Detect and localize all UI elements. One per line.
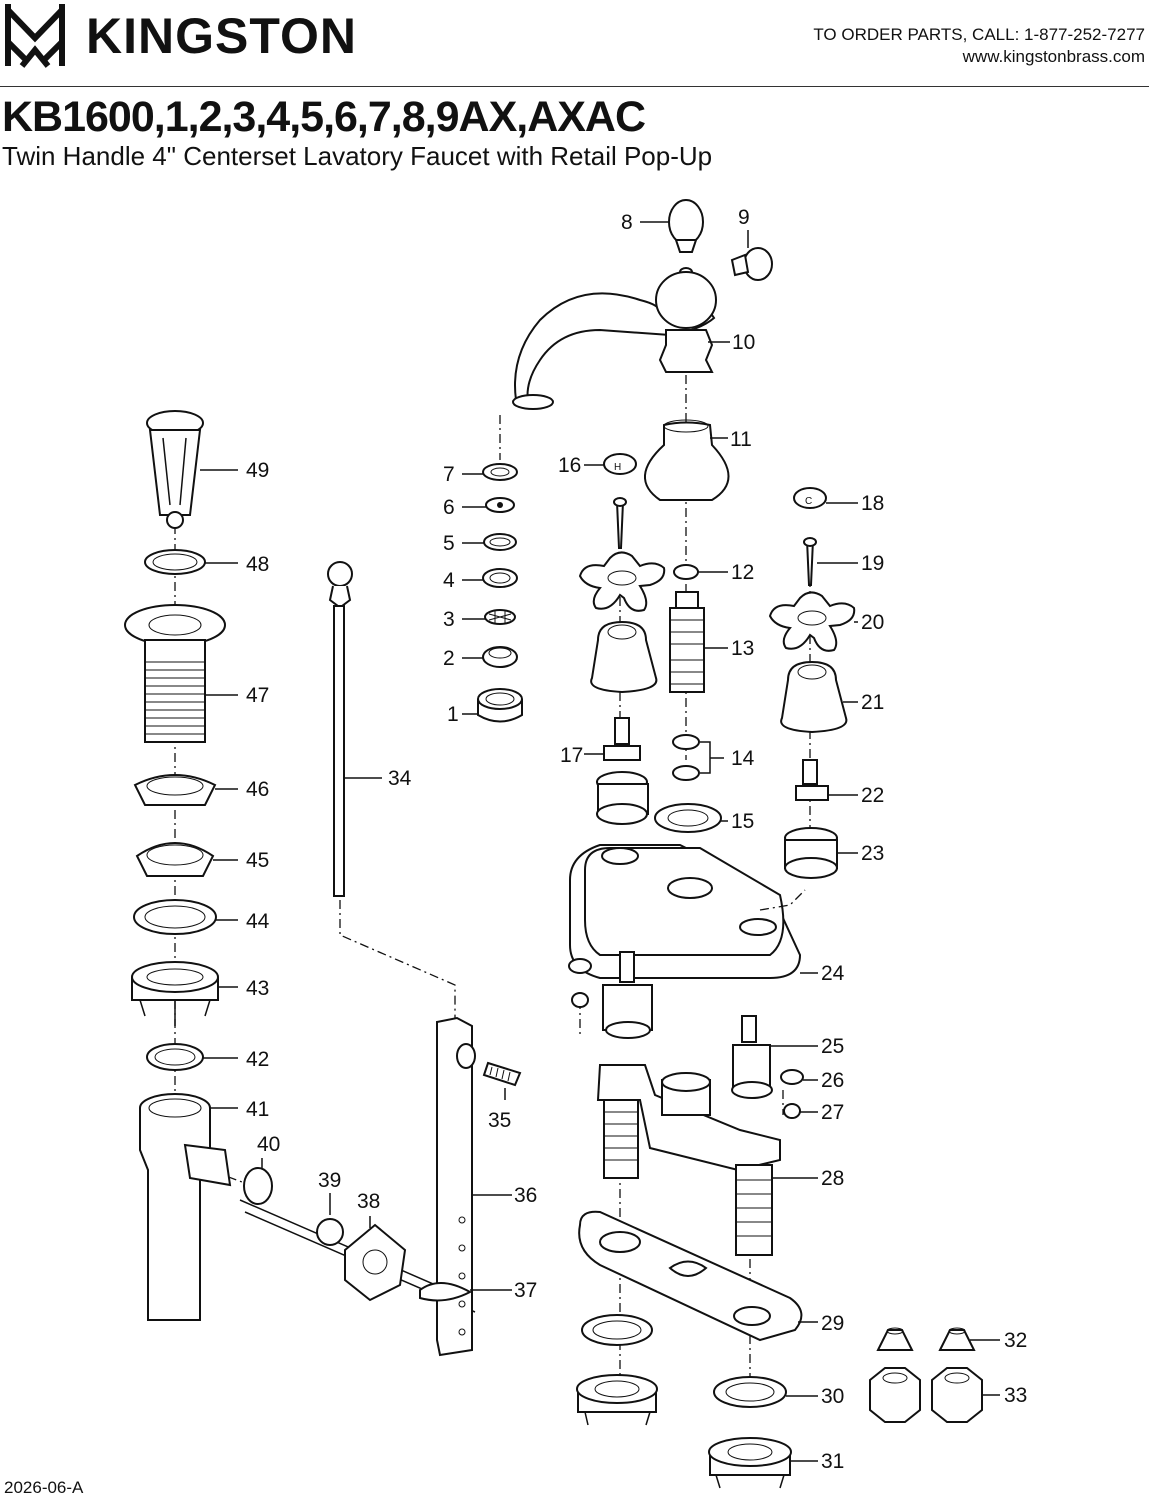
part-labels: 1 2 3 4 5 6 7 8 9 10 11 12 13 14 15 16 1… (246, 206, 1027, 1473)
part-label-13: 13 (731, 637, 754, 660)
valve-body-parts (568, 951, 804, 1256)
part-label-42: 42 (246, 1048, 269, 1071)
part-label-5: 5 (443, 532, 455, 555)
part-label-36: 36 (514, 1184, 537, 1207)
part-label-1: 1 (447, 703, 459, 726)
header-divider (0, 86, 1149, 87)
part-label-9: 9 (738, 206, 750, 229)
part-label-10: 10 (732, 331, 755, 354)
part-label-44: 44 (246, 910, 270, 933)
part-label-39: 39 (318, 1169, 341, 1192)
mounting-parts (576, 1210, 983, 1489)
svg-text:H: H (614, 462, 621, 473)
order-contact: TO ORDER PARTS, CALL: 1-877-252-7277 www… (813, 24, 1145, 68)
part-label-20: 20 (861, 611, 884, 634)
part-label-32: 32 (1004, 1329, 1027, 1352)
brand-name: KINGSTON (86, 8, 357, 64)
part-label-12: 12 (731, 561, 754, 584)
part-label-45: 45 (246, 849, 269, 872)
part-label-22: 22 (861, 784, 884, 807)
part-label-30: 30 (821, 1385, 844, 1408)
part-label-40: 40 (257, 1133, 280, 1156)
part-label-29: 29 (821, 1312, 844, 1335)
part-label-17: 17 (560, 744, 583, 767)
part-label-24: 24 (821, 962, 845, 985)
part-label-35: 35 (488, 1109, 511, 1132)
part-label-3: 3 (443, 608, 455, 631)
part-label-43: 43 (246, 977, 269, 1000)
part-label-41: 41 (246, 1098, 269, 1121)
part-label-23: 23 (861, 842, 884, 865)
part-label-49: 49 (246, 459, 269, 482)
part-label-21: 21 (861, 691, 884, 714)
part-label-25: 25 (821, 1035, 844, 1058)
base-plate (569, 844, 806, 979)
part-label-16: 16 (558, 454, 581, 477)
kingston-logo (5, 4, 65, 68)
leader-lines (200, 221, 1000, 1462)
part-label-38: 38 (357, 1190, 380, 1213)
hot-handle-parts: H (578, 453, 666, 825)
document-code: 2026-06-A (4, 1478, 84, 1497)
website-link[interactable]: www.kingstonbrass.com (962, 47, 1145, 66)
part-label-37: 37 (514, 1279, 537, 1302)
part-label-2: 2 (443, 647, 455, 670)
part-label-31: 31 (821, 1450, 844, 1473)
model-number: KB1600,1,2,3,4,5,6,7,8,9AX,AXAC (2, 93, 646, 141)
part-label-33: 33 (1004, 1384, 1027, 1407)
part-label-8: 8 (621, 211, 633, 234)
part-label-15: 15 (731, 810, 754, 833)
part-label-4: 4 (443, 569, 455, 592)
part-label-6: 6 (443, 496, 455, 519)
part-label-34: 34 (388, 767, 412, 790)
part-label-46: 46 (246, 778, 269, 801)
product-description: Twin Handle 4" Centerset Lavatory Faucet… (2, 141, 713, 171)
svg-text:C: C (805, 496, 812, 507)
order-phone: TO ORDER PARTS, CALL: 1-877-252-7277 (813, 25, 1145, 44)
spout-parts (477, 199, 773, 833)
cold-handle-parts: C (768, 487, 856, 879)
part-label-11: 11 (730, 428, 752, 451)
part-label-19: 19 (861, 552, 884, 575)
lift-rod-parts (327, 561, 522, 1357)
part-label-48: 48 (246, 553, 269, 576)
pop-up-drain-parts (124, 410, 476, 1321)
part-label-7: 7 (443, 463, 455, 486)
part-label-28: 28 (821, 1167, 844, 1190)
part-label-14: 14 (731, 747, 755, 770)
part-label-18: 18 (861, 492, 884, 515)
part-label-47: 47 (246, 684, 269, 707)
part-label-26: 26 (821, 1069, 844, 1092)
part-label-27: 27 (821, 1101, 844, 1124)
